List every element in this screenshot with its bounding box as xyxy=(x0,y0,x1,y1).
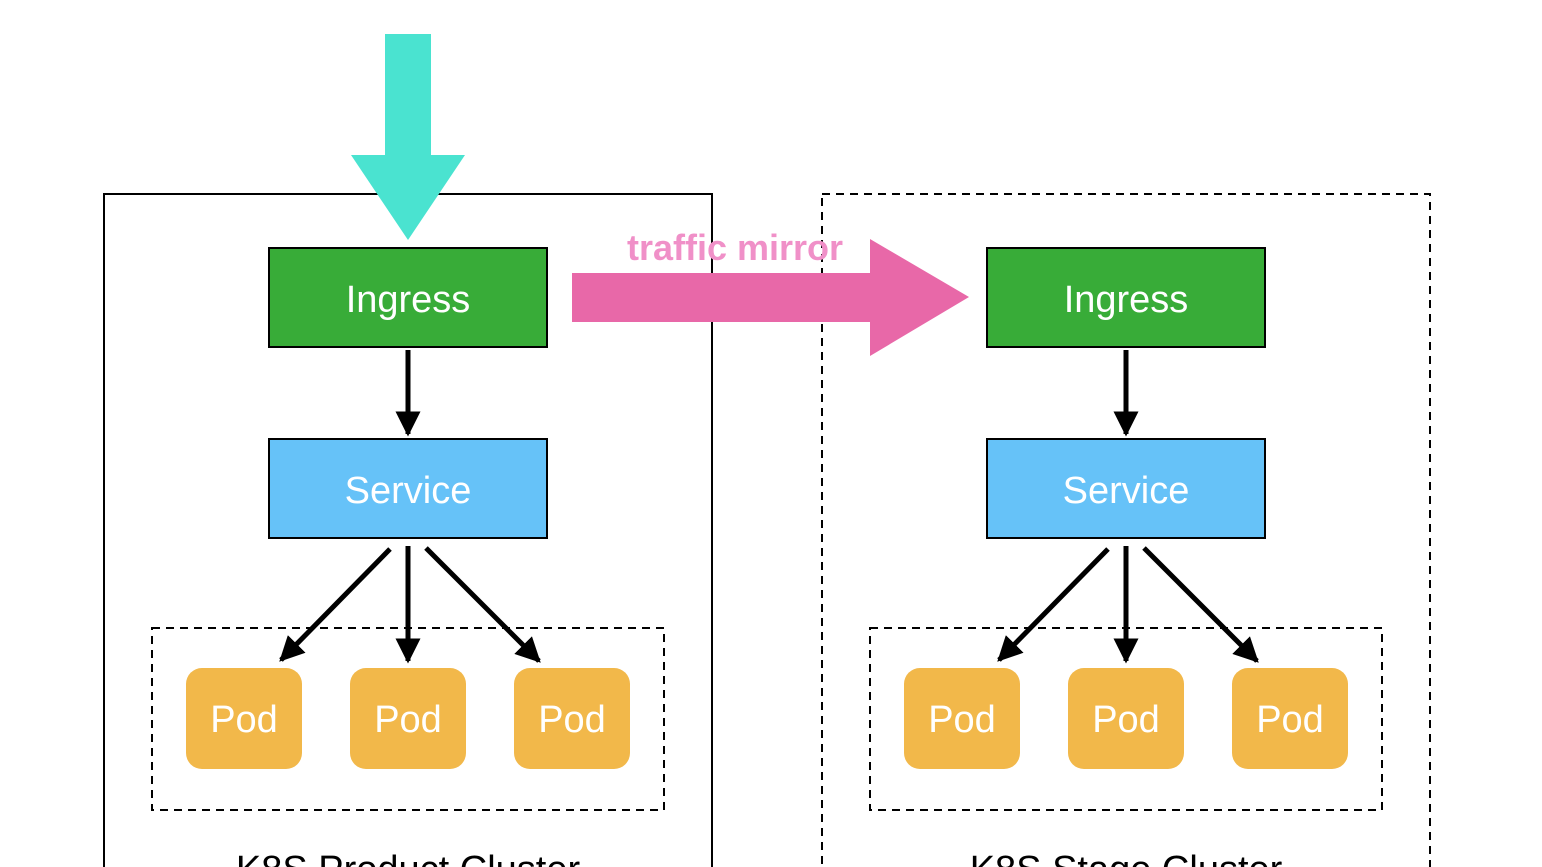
product-ingress-label: Ingress xyxy=(346,279,471,321)
incoming-traffic-arrow xyxy=(351,34,465,240)
stage-pod-group xyxy=(869,627,1383,811)
product-service-to-pod-1-arrow xyxy=(279,547,392,662)
stage-pod-3-box xyxy=(1232,668,1348,769)
product-pod-group xyxy=(151,627,665,811)
stage-pod-2-label: Pod xyxy=(1092,699,1160,741)
product-pod-3: Pod xyxy=(514,668,630,769)
stage-ingress-node: Ingress xyxy=(986,247,1266,348)
stage-pod-1-label: Pod xyxy=(928,699,996,741)
product-pod-3-label: Pod xyxy=(538,699,606,741)
product-pod-2: Pod xyxy=(350,668,466,769)
stage-pod-2-box xyxy=(1068,668,1184,769)
product-pod-2-box xyxy=(350,668,466,769)
product-service-box xyxy=(268,438,548,539)
product-ingress-node: Ingress xyxy=(268,247,548,348)
product-service-label: Service xyxy=(345,470,472,512)
stage-pod-1: Pod xyxy=(904,668,1020,769)
traffic-mirror-arrow xyxy=(572,239,969,356)
product-pod-1-box xyxy=(186,668,302,769)
stage-ingress-label: Ingress xyxy=(1064,279,1189,321)
stage-pod-3-label: Pod xyxy=(1256,699,1324,741)
stage-cluster-boundary xyxy=(821,193,1431,867)
stage-service-to-pod-1-arrow xyxy=(997,547,1110,662)
stage-service-to-pod-3-arrow xyxy=(1142,546,1259,663)
stage-pod-3: Pod xyxy=(1232,668,1348,769)
stage-service-box xyxy=(986,438,1266,539)
product-cluster-label: K8S Product Cluster xyxy=(236,849,581,867)
product-pod-3-box xyxy=(514,668,630,769)
stage-cluster-label: K8S Stage Cluster xyxy=(970,849,1283,867)
traffic-mirror-label: traffic mirror xyxy=(627,227,843,268)
stage-ingress-box xyxy=(986,247,1266,348)
product-pod-1: Pod xyxy=(186,668,302,769)
stage-service-node: Service xyxy=(986,438,1266,539)
stage-cluster: Ingress Service Pod Pod Pod K8S Stage Cl… xyxy=(821,193,1431,867)
product-pod-1-label: Pod xyxy=(210,699,278,741)
stage-pod-2: Pod xyxy=(1068,668,1184,769)
product-service-node: Service xyxy=(268,438,548,539)
stage-service-label: Service xyxy=(1063,470,1190,512)
product-service-to-pod-3-arrow xyxy=(424,546,541,663)
product-ingress-box xyxy=(268,247,548,348)
stage-pod-1-box xyxy=(904,668,1020,769)
product-cluster: Ingress Service Pod Pod Pod K8S Product … xyxy=(103,193,713,867)
product-pod-2-label: Pod xyxy=(374,699,442,741)
